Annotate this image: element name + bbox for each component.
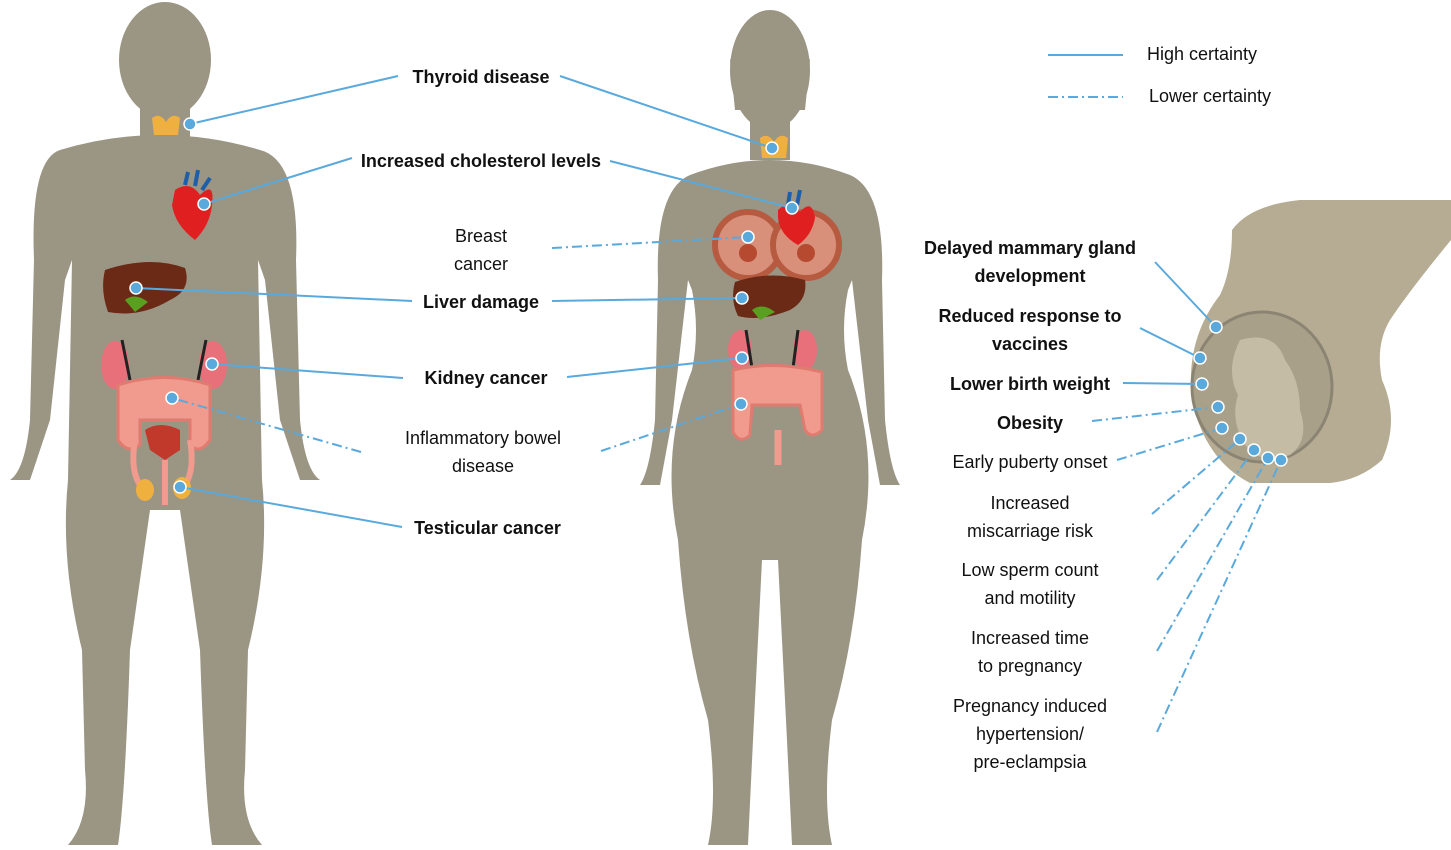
male-testes-icon bbox=[136, 479, 154, 501]
legend bbox=[1048, 55, 1123, 97]
label-ibd: Inflammatory bowel disease bbox=[378, 424, 588, 480]
label-birth-weight: Lower birth weight bbox=[930, 370, 1130, 398]
label-liver-damage: Liver damage bbox=[400, 288, 562, 316]
label-early-puberty: Early puberty onset bbox=[930, 448, 1130, 476]
label-obesity: Obesity bbox=[960, 409, 1100, 437]
legend-high-label: High certainty bbox=[1147, 44, 1257, 65]
label-testicular-cancer: Testicular cancer bbox=[395, 514, 580, 542]
label-cholesterol: Increased cholesterol levels bbox=[352, 147, 610, 175]
label-breast-cancer: Breast cancer bbox=[420, 222, 542, 278]
label-miscarriage-risk: Increased miscarriage risk bbox=[930, 489, 1130, 545]
pregnant-figure bbox=[1191, 200, 1451, 483]
label-time-to-pregnancy: Increased time to pregnancy bbox=[930, 624, 1130, 680]
female-figure bbox=[640, 10, 900, 845]
label-sperm-count: Low sperm count and motility bbox=[930, 556, 1130, 612]
label-mammary-gland: Delayed mammary gland development bbox=[910, 234, 1150, 290]
label-thyroid-disease: Thyroid disease bbox=[380, 63, 582, 91]
label-vaccine-response: Reduced response to vaccines bbox=[920, 302, 1140, 358]
label-kidney-cancer: Kidney cancer bbox=[400, 364, 572, 392]
legend-low-label: Lower certainty bbox=[1149, 86, 1271, 107]
label-hypertension: Pregnancy induced hypertension/ pre-ecla… bbox=[920, 692, 1140, 776]
